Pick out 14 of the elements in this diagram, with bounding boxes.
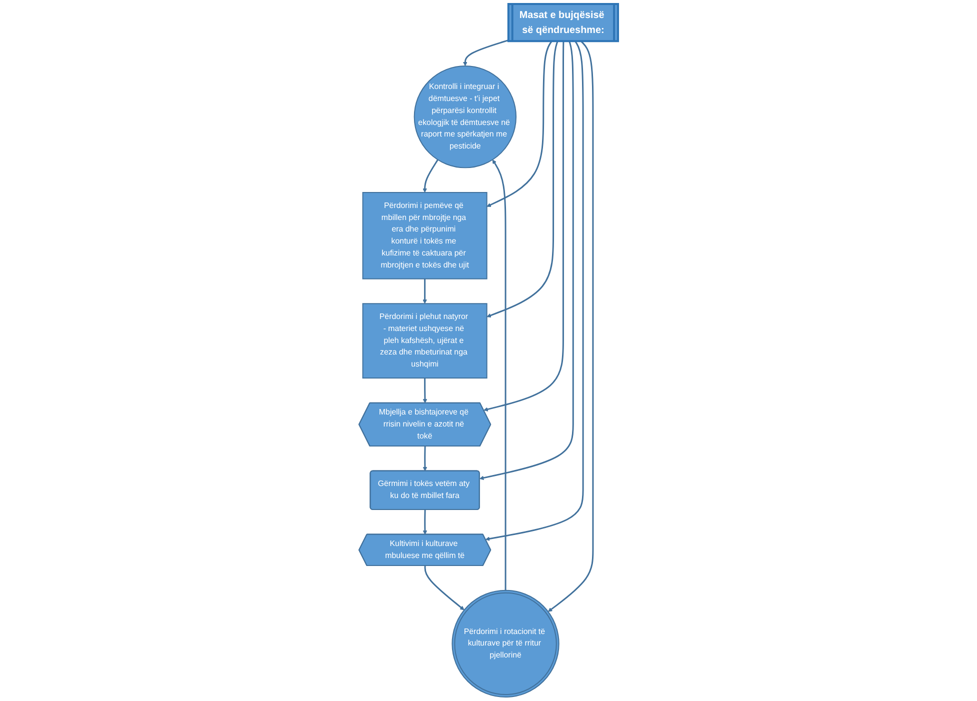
arrow xyxy=(486,41,552,207)
arrow xyxy=(479,41,574,480)
arrow xyxy=(422,446,428,472)
arrow xyxy=(422,278,427,304)
arrow xyxy=(422,159,438,193)
arrow xyxy=(485,41,584,541)
arrow xyxy=(463,39,509,66)
arrow xyxy=(548,40,594,612)
arrow xyxy=(492,160,506,590)
arrow xyxy=(422,378,428,404)
arrow xyxy=(422,510,428,535)
arrow xyxy=(486,41,558,318)
arrow xyxy=(484,41,564,412)
arrow xyxy=(424,566,464,610)
